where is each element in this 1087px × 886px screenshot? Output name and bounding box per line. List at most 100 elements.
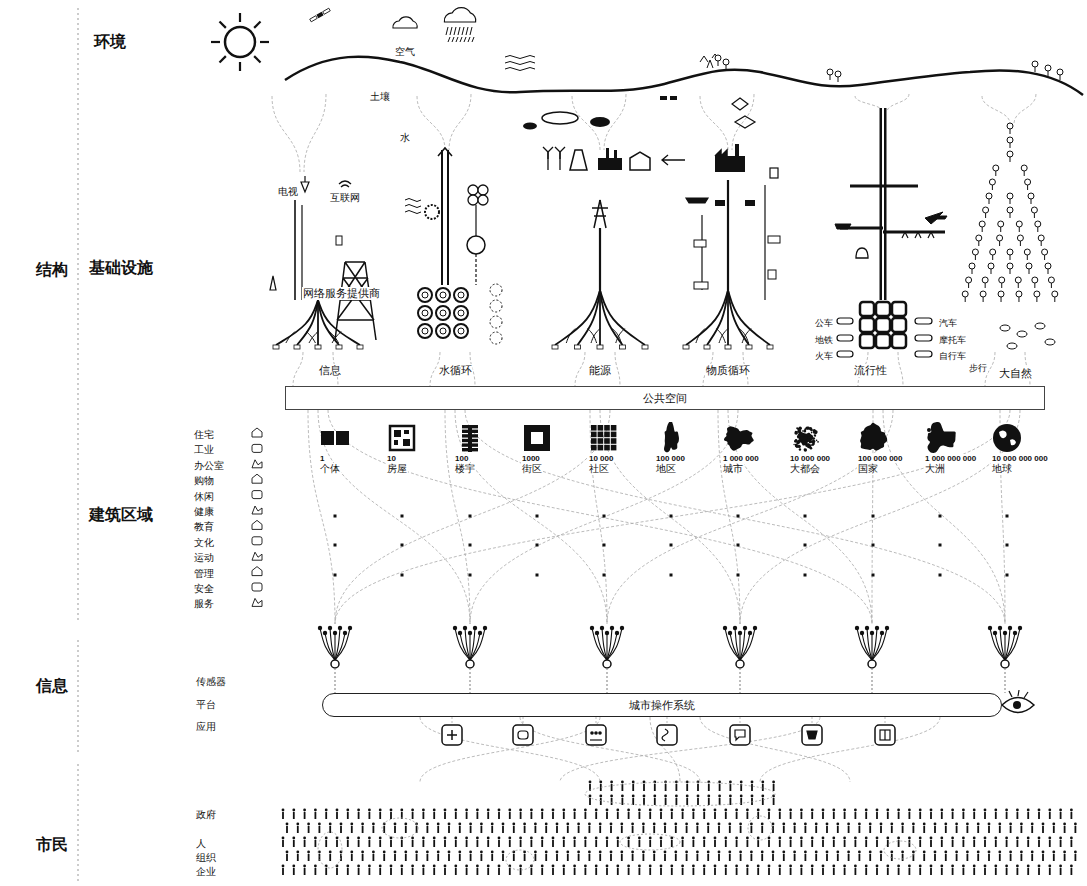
person-head [897,837,900,840]
person-head [437,823,440,826]
person-body [930,868,932,875]
rain-drop [470,27,472,35]
flow-line [887,94,909,112]
person-head [303,865,306,868]
person-head [476,809,479,812]
person-head [610,781,613,784]
water-pipe [475,254,476,285]
person-body [448,854,450,861]
person-head [1070,865,1073,868]
person-head [350,851,353,854]
person-body [563,840,565,847]
grid-dot [334,574,337,577]
interchange-loop [869,168,883,182]
scale-icon: 1 000 000 000大洲 [924,422,977,475]
person-head [372,823,375,826]
person-body [736,868,738,875]
lattice-tower [335,262,376,340]
root-branch [297,300,318,345]
person-body [617,840,619,847]
app-symbol [735,730,745,740]
person-head [282,809,285,812]
icon-part [799,427,801,429]
person-head [610,823,613,826]
icon-part [811,432,813,434]
tree-crown [990,249,996,255]
person-head [653,823,656,826]
person-body [379,840,381,847]
person-body [595,840,597,847]
person-head [984,809,987,812]
flow-line [607,410,893,624]
person-head [984,837,987,840]
person-head [930,837,933,840]
icon-part [604,425,610,431]
person-body [600,798,602,805]
text-label: 市民 [35,836,69,854]
person-head [1048,837,1051,840]
person-head [573,865,576,868]
person-body [977,826,979,833]
region-shape [664,422,679,452]
airport-mark [928,232,934,238]
sun [225,27,255,57]
satellite-body [316,12,323,18]
water-tank [478,185,488,195]
root-end [597,345,603,349]
flow-line [520,717,700,782]
person-head [627,865,630,868]
use-icon [252,506,262,514]
person-body [535,826,537,833]
cooling-tower [570,150,587,170]
person-body [293,812,295,819]
person-head [584,837,587,840]
person-head [674,823,677,826]
person-body [368,812,370,819]
person-body [535,854,537,861]
person-body [401,868,403,875]
person-head [357,837,360,840]
bracket-line [78,764,79,882]
person-body [664,826,666,833]
person-body [693,868,695,875]
tree-crown [962,291,968,297]
person-head [815,851,818,854]
icon-part [793,444,794,445]
person-head [303,837,306,840]
person-body [643,798,645,805]
text-label: 公车 [814,318,834,328]
trunk-line [701,215,702,290]
icon-part [611,445,617,451]
person-head [631,851,634,854]
tree-crown [1016,221,1022,227]
flow-line [420,717,600,782]
person-body [606,868,608,875]
person-body [869,826,871,833]
sensor-branch [334,633,335,660]
person-head [714,837,717,840]
person-head [638,837,641,840]
person-body [632,854,634,861]
person-body [585,812,587,819]
person-body [963,812,965,819]
person-head [282,837,285,840]
person-head [940,865,943,868]
root-twig [309,332,318,344]
person-body [876,868,878,875]
person-body [513,826,515,833]
person-head [822,837,825,840]
building-area [252,428,1009,606]
root-end [642,345,648,349]
person-head [768,837,771,840]
person-head [523,851,526,854]
text-label: 人 [195,838,207,850]
person-head [854,865,857,868]
water-pipe [475,205,476,236]
person-head [303,809,306,812]
app-symbol [884,730,885,740]
person-body [480,854,482,861]
tree-crown [989,179,995,185]
eye-lash [1024,692,1028,698]
person-body [610,826,612,833]
person-head [454,865,457,868]
